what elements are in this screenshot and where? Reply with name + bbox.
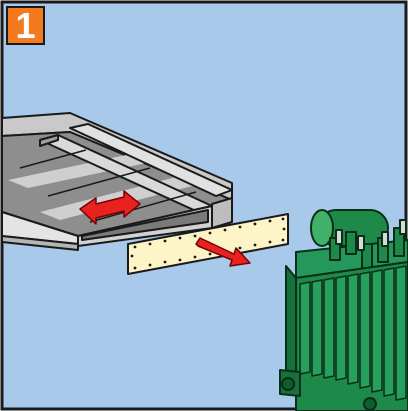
plate-rivets: [130, 217, 286, 270]
bushings: [329, 219, 407, 269]
arrow-icon: [195, 237, 251, 267]
cable-tray: [1, 112, 233, 251]
tray-end-wall: [211, 197, 233, 229]
tray-rail-2: [69, 123, 233, 197]
radiator-fins: [299, 265, 407, 401]
wheel: [281, 377, 295, 391]
double-arrow-icon: [79, 190, 141, 225]
wheel: [363, 397, 377, 411]
step-number-badge: 1: [6, 6, 45, 45]
transformer: [279, 209, 408, 411]
